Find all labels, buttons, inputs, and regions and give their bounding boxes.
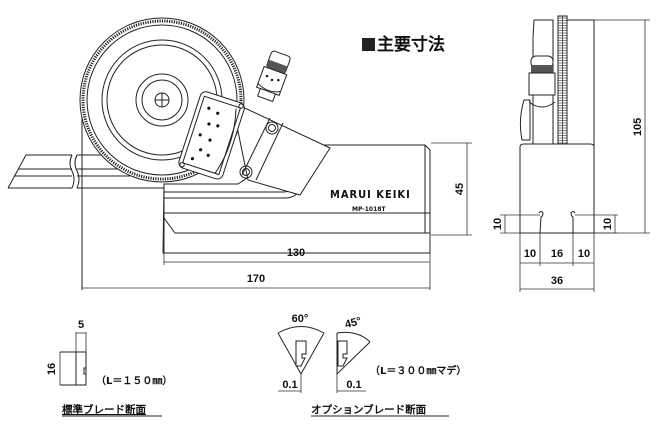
dim-height-45: 45 xyxy=(431,142,472,236)
screw-icon xyxy=(239,165,253,179)
length-note: （L＝１５０㎜） xyxy=(96,374,172,387)
screw-icon xyxy=(265,121,279,135)
front-view: MARUI KEIKI MP-1018T 45 130 170 xyxy=(7,17,472,290)
model-label: MP-1018T xyxy=(352,206,386,213)
gauge-body xyxy=(162,101,431,254)
square-bullet-icon xyxy=(362,38,375,51)
section-title: 主要寸法 xyxy=(362,30,445,55)
dim-label: 16 xyxy=(551,248,563,260)
optional-blade-section: 60° 0.1 45° 0.1 （L＝３００㎜マデ） オプションブレード断面 xyxy=(277,313,466,417)
dim-label: 16 xyxy=(46,363,58,375)
dim-right-10: 10 xyxy=(575,214,618,234)
standard-blade-section: 5 16 （L＝１５０㎜） 標準ブレード断面 xyxy=(46,319,172,417)
length-note: （L＝３００㎜マデ） xyxy=(370,364,466,377)
dim-label: 5 xyxy=(78,319,84,331)
dial-indicator xyxy=(178,91,245,180)
brand-label: MARUI KEIKI xyxy=(330,188,411,201)
dim-label: 130 xyxy=(287,247,305,259)
dim-label: 36 xyxy=(551,275,563,287)
micrometer-knob xyxy=(255,50,291,103)
tip-label: 0.1 xyxy=(282,379,297,391)
dim-label: 105 xyxy=(632,118,644,136)
dim-label: 10 xyxy=(492,218,504,230)
dim-label: 10 xyxy=(602,218,614,230)
dim-label: 45 xyxy=(454,183,466,195)
section-title-text: 主要寸法 xyxy=(377,35,445,55)
dim-length-130: 130 xyxy=(163,235,431,290)
angle-label: 60° xyxy=(292,313,309,325)
dim-label: 10 xyxy=(524,248,536,260)
dim-label: 10 xyxy=(578,248,590,260)
dim-label: 170 xyxy=(247,273,265,285)
optional-blade-label: オプションブレード断面 xyxy=(311,403,427,416)
side-view: 105 10 10 10 16 10 36 xyxy=(492,15,650,292)
tip-label: 0.1 xyxy=(346,379,361,391)
blade-extension xyxy=(7,154,164,189)
angle-label: 45° xyxy=(344,315,363,331)
dim-height-105: 105 xyxy=(594,19,650,234)
dim-width-row: 10 16 10 36 xyxy=(519,233,595,292)
standard-blade-label: 標準ブレード断面 xyxy=(62,403,146,416)
dim-length-170: 170 xyxy=(82,273,430,289)
